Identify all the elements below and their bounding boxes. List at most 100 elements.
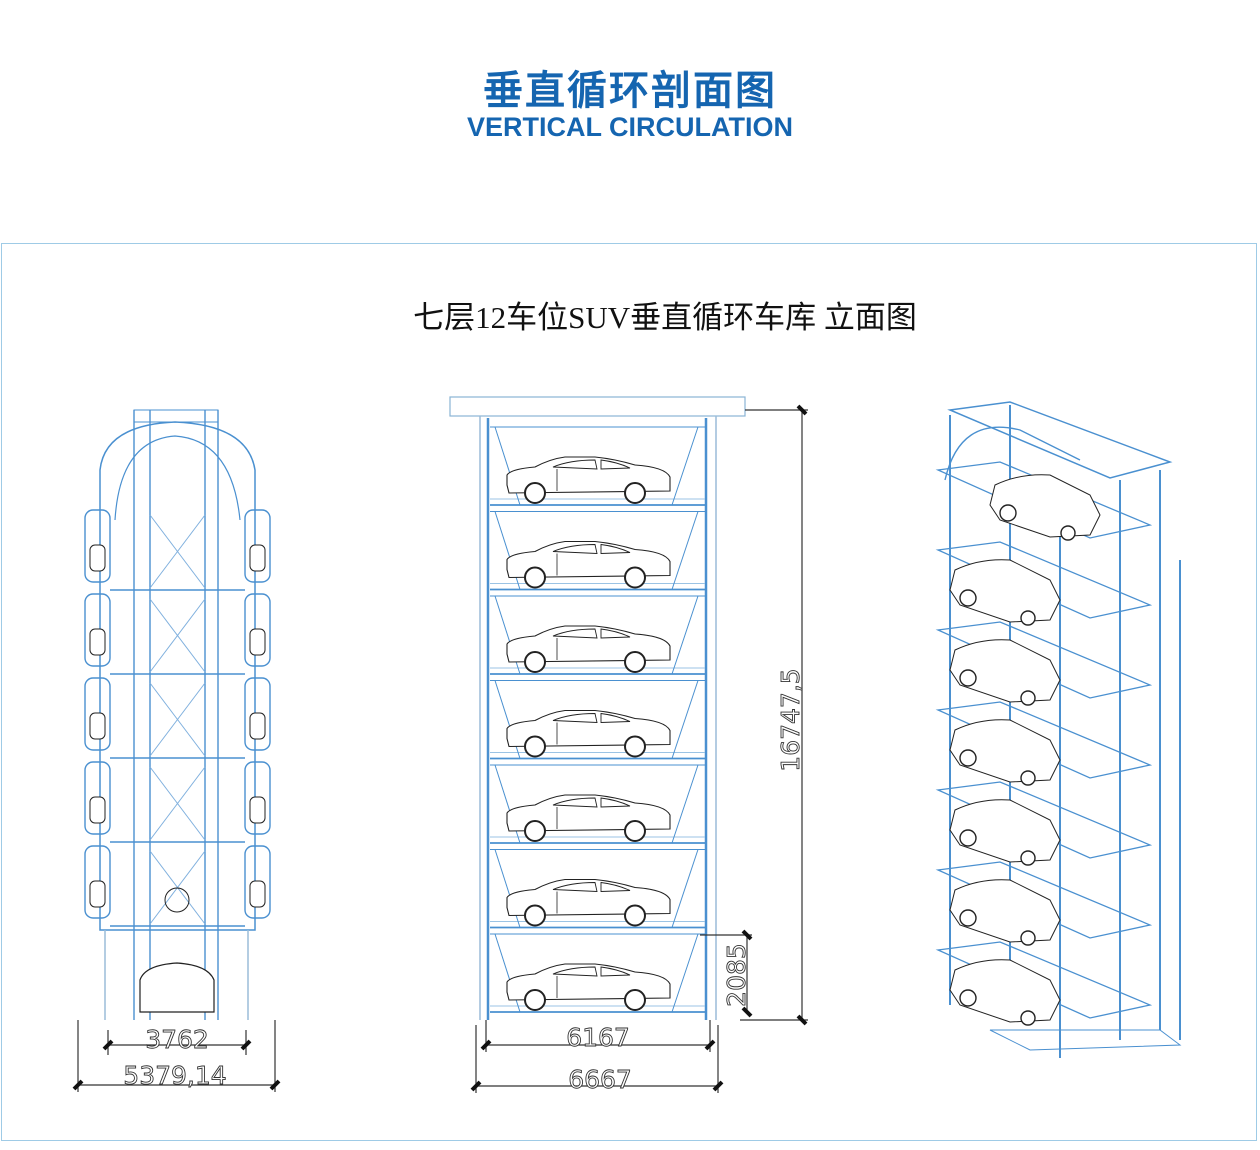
dimensions bbox=[77, 409, 808, 1093]
car-wheel bbox=[959, 589, 977, 607]
page-subtitle: VERTICAL CIRCULATION bbox=[467, 112, 793, 142]
deck-hanger bbox=[671, 849, 699, 928]
car-window bbox=[552, 797, 631, 808]
car bbox=[506, 625, 671, 673]
car-rear bbox=[89, 796, 106, 824]
car-rear bbox=[89, 880, 106, 908]
car-front bbox=[139, 962, 215, 1013]
car-wheel bbox=[1060, 525, 1076, 541]
dim-total-height: 16747,5 bbox=[776, 668, 805, 771]
carrier bbox=[84, 761, 111, 835]
dimension-ticks bbox=[72, 404, 808, 1092]
car bbox=[949, 639, 1061, 706]
carrier bbox=[84, 845, 111, 919]
car bbox=[506, 456, 671, 504]
car bbox=[949, 719, 1061, 786]
brace bbox=[149, 682, 206, 757]
car-body bbox=[949, 879, 1061, 943]
car-body bbox=[989, 474, 1101, 538]
front-view bbox=[449, 396, 746, 1020]
dim-deck-spacing: 2085 bbox=[722, 943, 751, 1007]
car-rear bbox=[89, 712, 106, 740]
car-wheel bbox=[624, 820, 646, 842]
drive-sprocket bbox=[164, 887, 190, 913]
deck-hanger bbox=[671, 595, 699, 675]
car-wheel bbox=[1020, 1010, 1036, 1026]
dim-front-inner-width: 6167 bbox=[566, 1023, 630, 1052]
car-body bbox=[949, 719, 1061, 783]
car-wheel bbox=[524, 989, 546, 1011]
side-view bbox=[84, 409, 271, 1020]
page-title: 垂直循环剖面图 bbox=[483, 68, 777, 114]
carrier bbox=[244, 509, 271, 583]
car-window bbox=[552, 966, 631, 977]
carrier bbox=[244, 761, 271, 835]
car-body bbox=[949, 799, 1061, 863]
car-wheel bbox=[999, 504, 1017, 522]
drawing-panel bbox=[1, 243, 1257, 1141]
car-rear bbox=[249, 712, 266, 740]
carrier bbox=[244, 593, 271, 667]
deck-hanger bbox=[671, 426, 699, 506]
car-window bbox=[552, 881, 631, 892]
car bbox=[506, 540, 671, 589]
car-window bbox=[552, 543, 631, 554]
car-wheel bbox=[1020, 930, 1036, 946]
car-wheel bbox=[624, 482, 646, 504]
car-window bbox=[552, 628, 631, 639]
car-wheel bbox=[1020, 770, 1036, 786]
brace bbox=[149, 850, 206, 925]
carrier bbox=[244, 845, 271, 919]
car bbox=[506, 709, 671, 758]
car-wheel bbox=[959, 829, 977, 847]
dim-side-outer-width: 5379,14 bbox=[123, 1061, 226, 1090]
car-wheel bbox=[624, 735, 646, 758]
brace bbox=[149, 766, 206, 841]
car bbox=[949, 879, 1061, 946]
top-beam bbox=[947, 401, 1173, 479]
car-wheel bbox=[959, 749, 977, 767]
carrier bbox=[84, 677, 111, 751]
car-window bbox=[552, 459, 631, 470]
car-wheel bbox=[524, 482, 546, 504]
car-wheel bbox=[624, 651, 646, 673]
car bbox=[506, 963, 671, 1011]
car-wheel bbox=[624, 904, 646, 927]
brace bbox=[149, 598, 206, 673]
car-wheel bbox=[624, 566, 646, 589]
car bbox=[949, 799, 1061, 866]
car-wheel bbox=[1020, 850, 1036, 866]
deck-hanger bbox=[671, 680, 699, 759]
drawing-title: 七层12车位SUV垂直循环车库 立面图 bbox=[413, 300, 917, 335]
car-window bbox=[552, 712, 631, 723]
dim-front-outer-width: 6667 bbox=[568, 1065, 632, 1094]
car-wheel bbox=[959, 989, 977, 1007]
car-wheel bbox=[524, 735, 546, 758]
carrier bbox=[84, 509, 111, 583]
top-beam bbox=[449, 396, 746, 417]
car-wheel bbox=[524, 651, 546, 673]
carrier bbox=[244, 677, 271, 751]
dim-side-inner-width: 3762 bbox=[145, 1025, 209, 1054]
car-rear bbox=[89, 628, 106, 656]
car-wheel bbox=[524, 566, 546, 589]
brace bbox=[149, 514, 206, 589]
car-rear bbox=[249, 880, 266, 908]
base-plate bbox=[989, 1029, 1182, 1051]
car-wheel bbox=[959, 909, 977, 927]
circulation-loop bbox=[114, 435, 241, 521]
car bbox=[949, 559, 1061, 626]
deck-hanger bbox=[671, 933, 699, 1013]
car-rear bbox=[249, 628, 266, 656]
deck-hanger bbox=[671, 511, 699, 590]
car-wheel bbox=[624, 989, 646, 1011]
car-rear bbox=[249, 796, 266, 824]
car-rear bbox=[249, 544, 266, 572]
car-rear bbox=[89, 544, 106, 572]
car-wheel bbox=[959, 669, 977, 687]
car-wheel bbox=[524, 904, 546, 927]
car bbox=[506, 878, 671, 927]
car bbox=[949, 959, 1061, 1026]
iso-view bbox=[935, 401, 1182, 1058]
